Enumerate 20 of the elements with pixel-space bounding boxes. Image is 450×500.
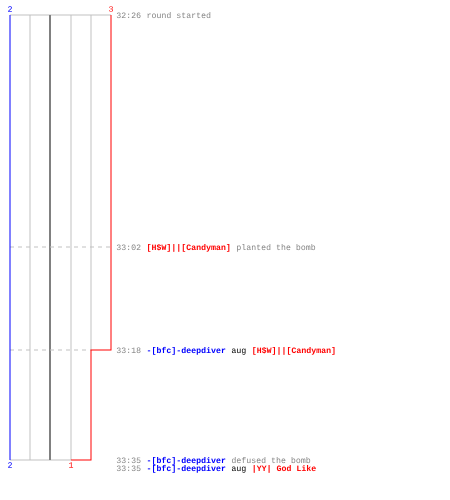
weapon-label: aug bbox=[232, 348, 246, 355]
weapon-label: aug bbox=[232, 466, 246, 473]
count-number: 2 bbox=[8, 6, 12, 12]
event-text: defused the bomb bbox=[232, 457, 310, 464]
time-label: 33:35 bbox=[116, 457, 141, 464]
event-text: planted the bomb bbox=[237, 244, 316, 252]
time-label: 33:18 bbox=[116, 347, 141, 354]
event-text: round started bbox=[148, 12, 210, 18]
count-number: 3 bbox=[109, 6, 113, 12]
player-name: -[bfc]-deepdiver bbox=[148, 346, 226, 355]
player-name: [H$W]||[Candyman] bbox=[253, 346, 335, 355]
time-label: 33:02 bbox=[116, 244, 140, 250]
time-label: 33:35 bbox=[116, 465, 141, 472]
count-number: 2 bbox=[8, 462, 12, 468]
time-label: 32:26 bbox=[116, 12, 141, 18]
player-name: -[bfc]-deepdiver bbox=[148, 456, 226, 465]
count-number: 1 bbox=[69, 462, 74, 468]
player-name: [H$W]||[Candyman] bbox=[148, 244, 230, 252]
player-name: -[bfc]-deepdiver bbox=[148, 464, 226, 473]
player-name: |YY| God Like bbox=[254, 465, 316, 473]
